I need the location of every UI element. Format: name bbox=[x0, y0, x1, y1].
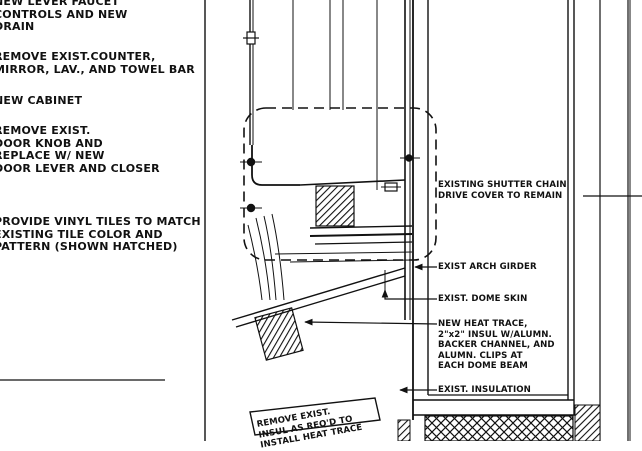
note-line: REMOVE EXIST.COUNTER, bbox=[0, 50, 156, 63]
note-line: EXISTING TILE COLOR AND bbox=[0, 227, 163, 241]
note-line: PATTERN (SHOWN HATCHED) bbox=[0, 240, 178, 253]
note-bracket bbox=[249, 397, 381, 436]
note-line: 2"x2" INSUL W/ALUMN. bbox=[438, 329, 552, 340]
insulation-hatch bbox=[424, 415, 574, 441]
note-line: ALUMN. CLIPS AT bbox=[438, 350, 523, 361]
leader-heat-trace bbox=[304, 318, 438, 326]
note-line: CONTROLS AND NEW bbox=[0, 7, 128, 21]
note-line: NEW HEAT TRACE, bbox=[438, 319, 528, 329]
note-dome-skin: EXIST. DOME SKIN bbox=[438, 294, 527, 305]
note-remove-counter: REMOVE EXIST.COUNTER, MIRROR, LAV., AND … bbox=[0, 50, 195, 76]
note-shutter-chain: EXISTING SHUTTER CHAIN DRIVE COVER TO RE… bbox=[438, 180, 567, 201]
note-line: MIRROR, LAV., AND TOWEL BAR bbox=[0, 62, 195, 76]
note-line: EACH DOME BEAM bbox=[438, 361, 528, 372]
note-arch-girder: EXIST ARCH GIRDER bbox=[438, 262, 537, 273]
leader-dome-skin bbox=[381, 289, 437, 300]
note-cabinet: NEW CABINET bbox=[0, 94, 83, 108]
note-remove-knob: REMOVE EXIST. DOOR KNOB AND REPLACE W/ N… bbox=[0, 124, 160, 175]
note-insulation: EXIST. INSULATION bbox=[438, 385, 531, 396]
pipe-bend bbox=[251, 145, 300, 186]
note-line: REMOVE EXIST. bbox=[0, 124, 91, 137]
note-line: DOOR LEVER AND CLOSER bbox=[0, 161, 160, 175]
hatched-cabinet bbox=[315, 185, 355, 227]
note-line: DRAIN bbox=[0, 20, 35, 33]
note-lever-faucet: NEW LEVER FAUCET CONTROLS AND NEW DRAIN bbox=[0, 0, 127, 34]
note-line: BACKER CHANNEL, AND bbox=[438, 340, 555, 351]
note-line: REPLACE W/ NEW bbox=[0, 149, 105, 162]
cabinet-outline-dashed bbox=[243, 107, 437, 261]
dome-skin-line bbox=[231, 267, 406, 321]
note-line: NEW LEVER FAUCET bbox=[0, 0, 120, 8]
note-line: PROVIDE VINYL TILES TO MATCH bbox=[0, 215, 201, 228]
note-line: EXIST ARCH GIRDER bbox=[438, 262, 537, 272]
note-line: EXIST. DOME SKIN bbox=[438, 294, 528, 304]
architectural-detail-drawing bbox=[0, 0, 642, 441]
note-line: NEW CABINET bbox=[0, 94, 83, 107]
note-vinyl-tiles: PROVIDE VINYL TILES TO MATCH EXISTING TI… bbox=[0, 215, 201, 254]
note-line: EXISTING SHUTTER CHAIN bbox=[438, 180, 567, 190]
heat-trace-block bbox=[254, 307, 304, 361]
note-line: EXIST. INSULATION bbox=[438, 385, 531, 395]
note-line: DRIVE COVER TO REMAIN bbox=[438, 190, 563, 201]
note-line: DOOR KNOB AND bbox=[0, 136, 103, 150]
note-heat-trace: NEW HEAT TRACE, 2"x2" INSUL W/ALUMN. BAC… bbox=[438, 319, 555, 372]
